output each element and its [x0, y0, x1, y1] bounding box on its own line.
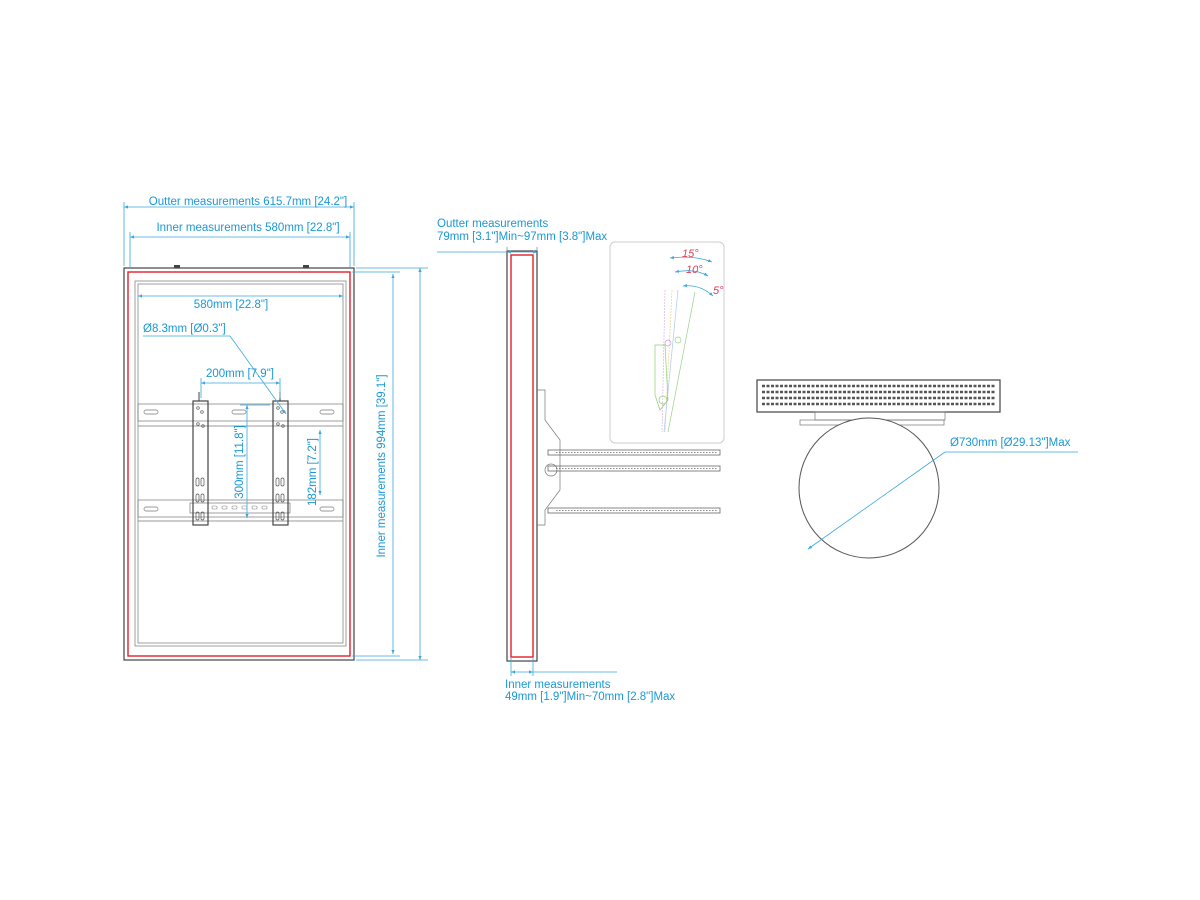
angle-10: 10° — [686, 264, 703, 276]
tilt-angle-inset: 15° 10° 5° — [609, 241, 725, 444]
inner-height-label: Inner measurements 994mm [39.1"] — [376, 374, 388, 557]
bracket-height-label: 182mm [7.2"] — [307, 438, 319, 506]
base-diameter-label: Ø730mm [Ø29.13"]Max — [950, 437, 1071, 449]
inner-frame-width-label: 580mm [22.8"] — [194, 299, 268, 311]
outer-width-label: Outter measurements 615.7mm [24.2"] — [149, 196, 347, 208]
outer-frame — [123, 267, 355, 661]
inner-outline-red — [127, 271, 351, 657]
perforation-pattern — [762, 384, 995, 406]
front-view: Outter measurements 615.7mm [24.2"] Inne… — [123, 196, 428, 661]
bracket-spacing-label: 200mm [7.9"] — [206, 368, 274, 380]
inner-depth-value: 49mm [1.9"]Min~70mm [2.8"]Max — [505, 691, 675, 703]
inner-depth-title: Inner measurements — [505, 679, 611, 691]
vertical-hole-spacing-label: 300mm [11.8"] — [234, 425, 246, 499]
mounting-rails — [137, 403, 344, 522]
angle-15: 15° — [682, 248, 699, 260]
top-view: Ø730mm [Ø29.13"]Max — [756, 379, 1078, 559]
angle-5: 5° — [713, 285, 724, 297]
inner-width-label: Inner measurements 580mm [22.8"] — [156, 222, 339, 234]
outer-depth-value: 79mm [3.1"]Min~97mm [3.8"]Max — [437, 231, 607, 243]
extension-rods — [547, 449, 721, 514]
side-view: Outter measurements 79mm [3.1"]Min~97mm … — [437, 218, 721, 703]
outer-depth-title: Outter measurements — [437, 218, 548, 230]
hole-diameter-label: Ø8.3mm [Ø0.3"] — [143, 323, 226, 335]
